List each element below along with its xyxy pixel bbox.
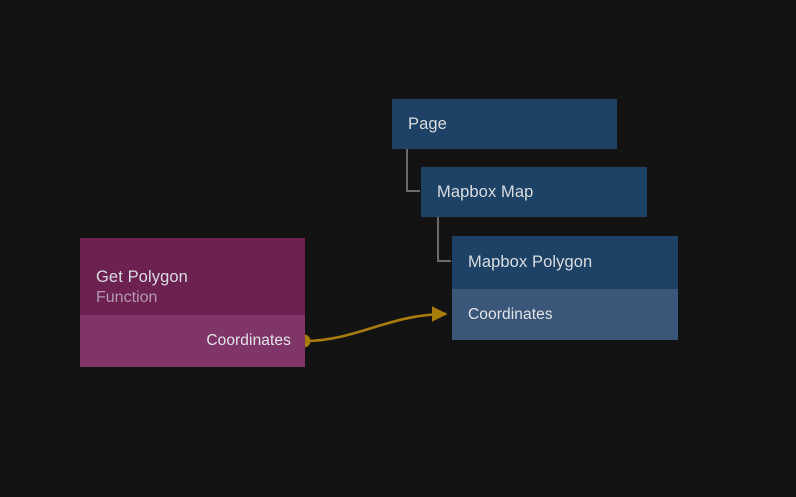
node-get-polygon-subtitle: Function [96,288,158,306]
node-page-header[interactable]: Page [392,99,617,149]
connection-curve-coordinates[interactable] [304,306,448,343]
node-get-polygon[interactable]: Get Polygon Function Coordinates [80,238,305,367]
tree-connector-mapbox-map-to-mapbox-polygon [437,217,451,262]
port-label-coordinates: Coordinates [468,305,553,323]
tree-connector-vertical-segment [406,149,408,192]
port-row-coordinates-input[interactable]: Coordinates [452,289,678,340]
port-label-coordinates: Coordinates [206,332,291,349]
node-mapbox-polygon[interactable]: Mapbox Polygon Coordinates [452,236,678,340]
node-page[interactable]: Page [392,99,617,149]
node-mapbox-polygon-title: Mapbox Polygon [468,253,593,272]
tree-connector-page-to-mapbox-map [406,149,420,192]
node-mapbox-map-header[interactable]: Mapbox Map [421,167,647,217]
node-get-polygon-header[interactable]: Get Polygon Function [80,238,305,315]
tree-connector-horizontal-segment [406,190,420,192]
tree-connector-vertical-segment [437,217,439,262]
node-get-polygon-title: Get Polygon [96,268,188,287]
node-mapbox-map[interactable]: Mapbox Map [421,167,647,217]
node-mapbox-polygon-header[interactable]: Mapbox Polygon [452,236,678,289]
node-page-title: Page [408,114,447,133]
tree-connector-horizontal-segment [437,260,451,262]
port-row-coordinates-output[interactable]: Coordinates [80,315,305,367]
node-mapbox-map-title: Mapbox Map [437,182,534,201]
